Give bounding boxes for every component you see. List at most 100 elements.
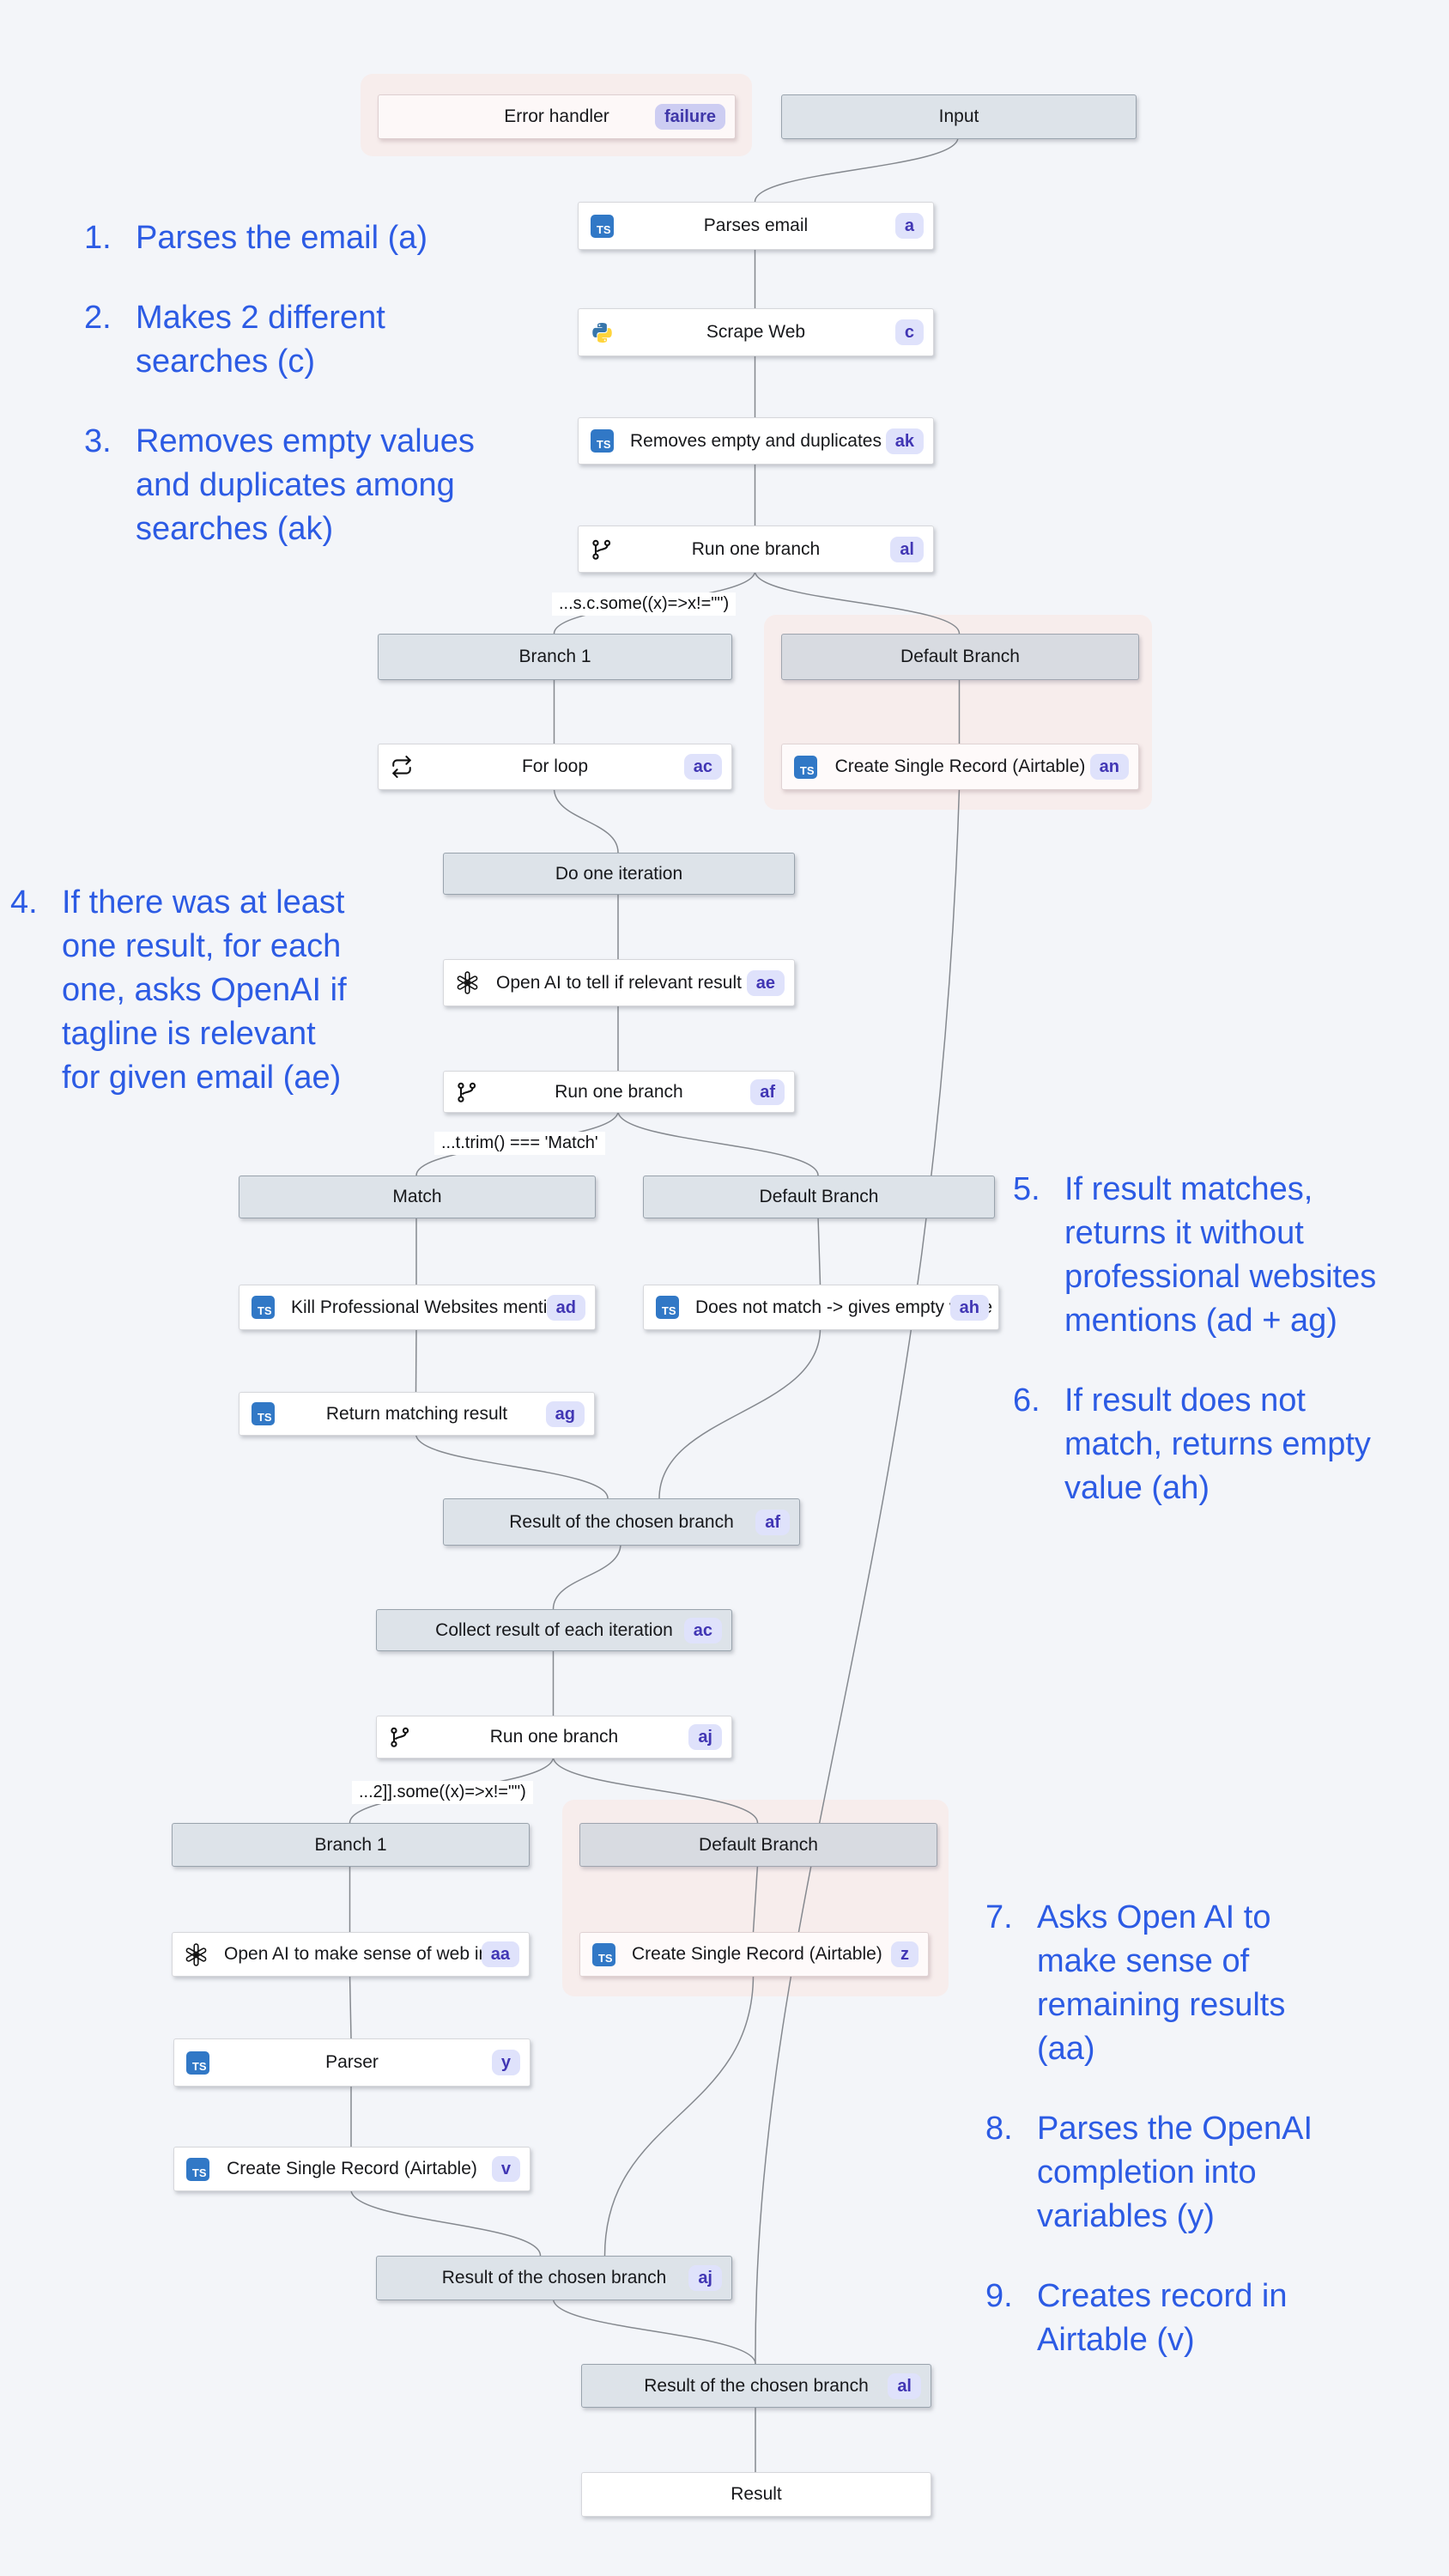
node-label: Does not match -> gives empty value — [695, 1297, 993, 1317]
node-result-branch-aj[interactable]: Result of the chosen branch aj — [376, 2256, 732, 2300]
node-label: Parser — [325, 2052, 379, 2072]
typescript-icon: TS — [655, 1296, 679, 1320]
node-badge: ak — [885, 428, 924, 454]
node-label: Error handler — [504, 106, 609, 126]
node-label: For loop — [521, 756, 589, 776]
wire-not-match-empty-to-result-branch-af — [658, 1327, 822, 1499]
annotation-number: 3. — [84, 423, 112, 459]
annotation-number: 9. — [985, 2278, 1013, 2314]
wire-create-record-v-to-result-branch-aj — [350, 2189, 542, 2257]
node-label: Run one branch — [489, 1727, 619, 1747]
annotation-text: Parses the OpenAI completion into variab… — [1037, 2111, 1313, 2234]
annotation-text: Removes empty values and duplicates amon… — [136, 423, 475, 547]
node-badge: ac — [683, 754, 722, 780]
annotation-text: Makes 2 different searches (c) — [136, 300, 385, 380]
wire-run-one-branch-aj-to-default-branch-bottom — [552, 1756, 759, 1824]
node-badge: al — [888, 2372, 921, 2399]
node-label: Result of the chosen branch — [509, 1511, 734, 1532]
typescript-icon: TS — [590, 214, 614, 238]
node-label: Collect result of each iteration — [435, 1619, 673, 1640]
annotation-item: 7. Asks Open AI to make sense of remainin… — [985, 1896, 1313, 2071]
annotation-item: 2.Makes 2 different searches (c) — [84, 296, 475, 384]
annotation-item: 1. Parses the email (a) — [84, 216, 475, 260]
annotation-number: 7. — [985, 1899, 1013, 1935]
annotation-group: 4.If there was at least one result, for … — [10, 881, 347, 1136]
node-branch-1-top[interactable]: Branch 1 — [378, 634, 732, 680]
wire-openai-websense-to-parser — [349, 1974, 352, 2039]
node-badge: aj — [688, 2265, 722, 2291]
annotation-item: 8. Parses the OpenAI completion into vari… — [985, 2107, 1313, 2239]
node-match-header[interactable]: Match — [239, 1176, 596, 1218]
node-result-branch-al[interactable]: Result of the chosen branch al — [581, 2364, 931, 2408]
node-badge: y — [491, 2050, 520, 2075]
annotation-number: 1. — [84, 220, 112, 256]
node-label: Scrape Web — [706, 322, 806, 342]
annotation-item: 5.If result matches, returns it without … — [1013, 1168, 1376, 1343]
node-for-loop[interactable]: For loop ac — [378, 744, 732, 790]
node-label: Open AI to make sense of web info — [224, 1944, 504, 1964]
cond-aj-label: ...2]].some((x)=>x!="") — [352, 1781, 533, 1804]
annotation-text: Parses the email (a) — [136, 220, 428, 256]
annotation-text: Asks Open AI to make sense of remaining … — [1037, 1899, 1286, 2067]
node-default-branch-bottom[interactable]: Default Branch — [579, 1823, 937, 1867]
wire-run-one-branch-al-to-default-branch-top — [754, 570, 961, 635]
annotation-text: Creates record in Airtable (v) — [1037, 2278, 1288, 2358]
node-badge: failure — [654, 104, 725, 130]
node-label: Removes empty and duplicates — [630, 430, 882, 451]
annotation-item: 6.If result does not match, returns empt… — [1013, 1379, 1376, 1510]
node-label: Branch 1 — [314, 1834, 387, 1855]
node-label: Parses email — [703, 216, 809, 235]
node-do-one-iteration[interactable]: Do one iteration — [443, 853, 795, 895]
branch-icon — [455, 1080, 479, 1104]
node-default-branch-match[interactable]: Default Branch — [643, 1176, 995, 1218]
node-label: Input — [938, 106, 979, 126]
wire-create-record-z-to-result-branch-aj — [603, 1974, 755, 2257]
wire-default-branch-bottom-to-create-record-z — [752, 1864, 759, 1933]
annotation-group: 7. Asks Open AI to make sense of remainin… — [985, 1896, 1313, 2398]
node-label: Result of the chosen branch — [441, 2268, 667, 2287]
annotation-text: If result does not match, returns empty … — [1064, 1382, 1371, 1506]
node-create-record-an[interactable]: TS Create Single Record (Airtable)an — [781, 744, 1139, 790]
openai-icon — [184, 1942, 208, 1966]
node-label: Default Branch — [699, 1834, 818, 1855]
cond-af-label: ...t.trim() === 'Match' — [434, 1132, 605, 1155]
node-label: Result of the chosen branch — [644, 2375, 869, 2396]
annotation-group: 5.If result matches, returns it without … — [1013, 1168, 1376, 1546]
node-badge: v — [491, 2156, 520, 2182]
node-default-branch-top[interactable]: Default Branch — [781, 634, 1139, 680]
annotation-item: 9. Creates record in Airtable (v) — [985, 2275, 1313, 2362]
node-branch-1-bottom[interactable]: Branch 1 — [172, 1823, 530, 1867]
node-input[interactable]: Input — [781, 94, 1137, 139]
node-label: Do one iteration — [555, 863, 683, 884]
node-label: Create Single Record (Airtable) — [834, 756, 1086, 776]
annotation-number: 8. — [985, 2111, 1013, 2147]
node-result[interactable]: Result — [581, 2472, 931, 2517]
node-error-handler[interactable]: Error handler failure — [378, 94, 736, 139]
typescript-icon: TS — [793, 755, 817, 779]
wire-return-matching-to-result-branch-af — [415, 1433, 609, 1499]
node-label: Open AI to tell if relevant result — [496, 972, 742, 993]
branch-icon — [388, 1725, 412, 1749]
typescript-icon: TS — [251, 1296, 275, 1320]
cond-al-label: ...s.c.some((x)=>x!="") — [552, 592, 737, 616]
node-badge: an — [1089, 754, 1129, 780]
